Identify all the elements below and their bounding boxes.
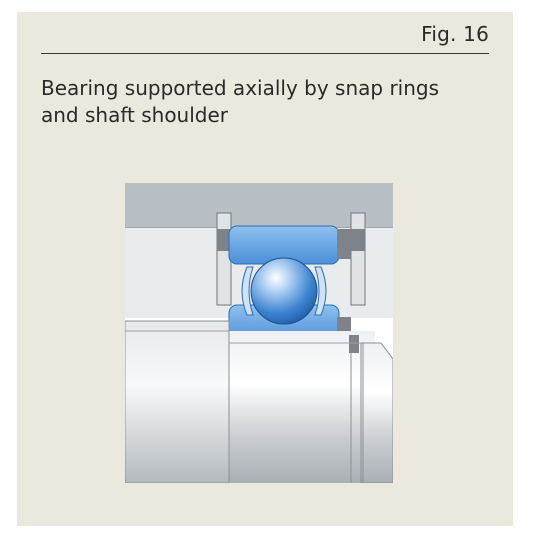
shaft-end	[360, 342, 393, 483]
seal-left	[337, 229, 351, 259]
figure-number: Fig. 16	[421, 22, 489, 46]
rolling-ball	[250, 257, 318, 325]
housing	[125, 183, 393, 228]
snap-ring-housing	[216, 212, 232, 306]
header-rule	[41, 53, 489, 54]
bearing-cross-section-drawing	[125, 183, 393, 483]
snap-ring-shaft	[349, 335, 359, 353]
figure-panel: Fig. 16 Bearing supported axially by sna…	[17, 12, 513, 526]
figure-caption: Bearing supported axially by snap rings …	[41, 76, 440, 127]
shaft-shoulder	[125, 320, 230, 483]
snap-ring-right	[350, 212, 366, 306]
cage	[241, 266, 254, 316]
